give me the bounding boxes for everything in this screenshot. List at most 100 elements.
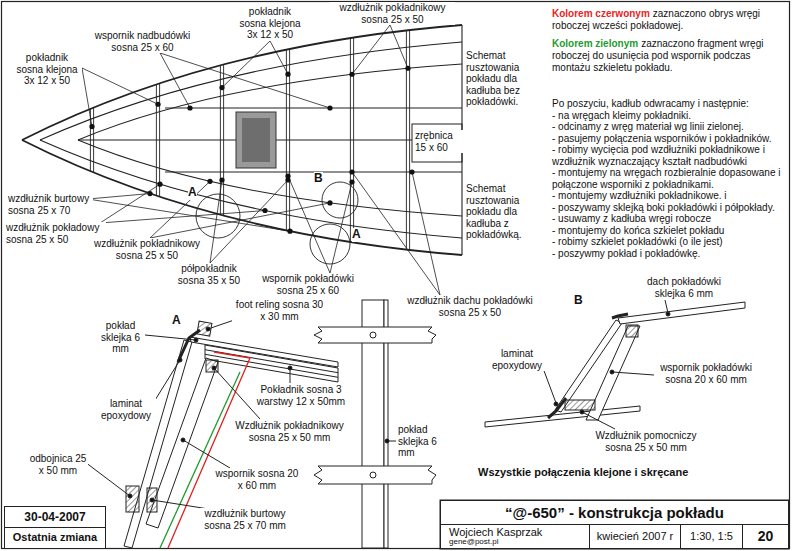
procedure-step: - robimy wycięcia pod wzdłużniki pokładn… — [552, 144, 788, 167]
part-label: Schemat rusztowania pokładu dla kadłuba … — [466, 50, 548, 108]
cell-text: 20 — [758, 529, 774, 544]
epoxy-laminate — [612, 314, 628, 318]
detail-circle — [310, 224, 350, 264]
cell-text: 30-04-2007 — [24, 511, 85, 524]
leader-line — [288, 366, 292, 370]
screw — [370, 472, 376, 478]
part-label: wspornik nadbudówki sosna 25 x 60 — [90, 30, 195, 53]
leader-line — [666, 312, 670, 316]
stringer-line — [165, 107, 462, 108]
procedure-step: - montujemy wzdłużniki pokładnikowe. i — [552, 190, 788, 202]
leader-line — [385, 439, 396, 443]
color-note: Kolorem czerwonymzaznaczono obrys wręgi … — [552, 8, 788, 32]
leader-line — [352, 25, 390, 74]
cell-text: Wojciech Kasprzak — [449, 527, 542, 539]
cell-text: Ostatnia zmiana — [13, 532, 97, 544]
part-label: wzdłużnik burtowy sosna 25 x 70 mm — [200, 508, 290, 531]
leader-line — [352, 172, 440, 295]
leader-line — [610, 370, 614, 374]
leader-line — [128, 494, 132, 498]
leader-line — [540, 300, 670, 429]
leader-dot — [147, 191, 152, 196]
leader-dot — [349, 72, 354, 77]
leader-line — [270, 41, 288, 74]
leader-line — [385, 439, 389, 443]
procedure-step: Po poszyciu, kadłub odwracamy i następni… — [552, 98, 788, 110]
leader-dot — [219, 85, 224, 90]
title-block-cell: 1:30, 1:5 — [680, 524, 743, 549]
leader-dot — [187, 105, 192, 110]
title-block-cell: Ostatnia zmiana — [4, 527, 106, 549]
part-label: Wzdłużnik pokładnikowy sosna 25 x 50 mm — [232, 420, 347, 443]
leader-line — [330, 182, 352, 273]
part-label: foot reling sosna 30 x 30 mm — [232, 299, 327, 322]
leader-dot — [409, 169, 414, 174]
beam-layer — [205, 354, 338, 377]
title-block-cell: 30-04-2007 — [4, 506, 106, 528]
part-label: laminat epoxydowy — [96, 398, 156, 421]
foot-rail — [197, 321, 212, 336]
procedure-step: - odcinamy z wręg materiał wg linii ziel… — [552, 121, 788, 133]
stringer-section — [314, 466, 436, 484]
cell-text: kwiecień 2007 r — [597, 531, 673, 543]
leader-line — [82, 68, 158, 104]
part-label: wzdłużnik dachu pokładówki sosna 25 x 50 — [403, 295, 537, 318]
leader-line — [100, 184, 160, 223]
cell-text: gene@post.pl — [449, 538, 499, 546]
leader-line — [390, 25, 408, 68]
leader-line — [183, 440, 230, 468]
procedure-step: - montujemy do końca szkielet pokładu — [552, 225, 788, 237]
part-label: wzdłużnik pokładowy sosna 25 x 50 — [6, 222, 106, 245]
leader-line — [150, 203, 330, 238]
leader-dot — [327, 105, 332, 110]
part-label: wspornik pokładówki sosna 20 x 60 mm — [655, 362, 757, 385]
leader-dot — [349, 169, 354, 174]
hatch-opening — [236, 112, 276, 168]
part-label: Pokładnik sosna 3 warstwy 12 x 50mm — [250, 384, 352, 407]
leader-dot — [89, 124, 94, 129]
title-block-cell: Wojciech Kasprzakgene@post.pl — [440, 524, 590, 549]
title-block-frame — [440, 500, 789, 549]
part-label: Wszystkie połączenia klejone i skręcane — [478, 466, 688, 479]
part-label: odbojnica 25 x 50 mm — [28, 453, 88, 476]
epoxy-laminate — [178, 330, 200, 362]
leader-line — [582, 412, 615, 429]
leader-line — [178, 358, 182, 362]
beam-section — [314, 327, 436, 343]
auxiliary-stringer — [565, 400, 595, 410]
cell-text: 1:30, 1:5 — [690, 531, 733, 543]
detail-circle — [322, 182, 358, 218]
procedure-step: - poszywamy sklejką boki pokładówki i pó… — [552, 202, 788, 214]
screw — [370, 332, 376, 338]
part-label: wspornik pokładówki sosna 25 x 60 — [258, 273, 358, 296]
leader-line — [290, 369, 291, 383]
procedure-step: - montujemy na wręgach rozbieralnie dopa… — [552, 167, 788, 190]
part-label: Schemat rusztowania pokładu dla kadłuba … — [466, 183, 548, 241]
leader-line — [181, 438, 185, 442]
leader-dot — [285, 72, 290, 77]
part-label: laminat epoxydowy — [487, 348, 547, 371]
part-label: pokładnik sosna klejona 3x 12 x 50 — [235, 6, 305, 41]
part-label: A — [352, 228, 361, 242]
title-block-cell: 20 — [742, 524, 789, 549]
part-label: A — [188, 186, 197, 200]
leader-line — [85, 462, 130, 496]
leader-line — [160, 53, 330, 108]
sheer-stringer — [147, 488, 157, 512]
part-label: dach pokładówki sklejka 6 mm — [640, 276, 728, 299]
stringer-line — [276, 139, 412, 140]
leader-line — [212, 366, 216, 370]
procedure-list: Po poszyciu, kadłub odwracamy i następni… — [552, 98, 788, 259]
detail-circle — [196, 194, 240, 238]
leader-line — [145, 335, 196, 340]
leader-line — [88, 199, 290, 231]
part-label: Wzdłużnik pomocniczy sosna 25 x 50 mm — [590, 430, 702, 453]
leader-line — [613, 372, 654, 375]
title-block-cell: kwiecień 2007 r — [589, 524, 681, 549]
note-text: Kolorem zielonym — [552, 38, 638, 49]
part-label: pokładnik sosna klejona 3x 12 x 50 — [12, 52, 82, 87]
part-label: zrębnica 15 x 60 — [415, 130, 463, 153]
part-label: B — [574, 294, 583, 308]
leader-line — [82, 68, 92, 127]
